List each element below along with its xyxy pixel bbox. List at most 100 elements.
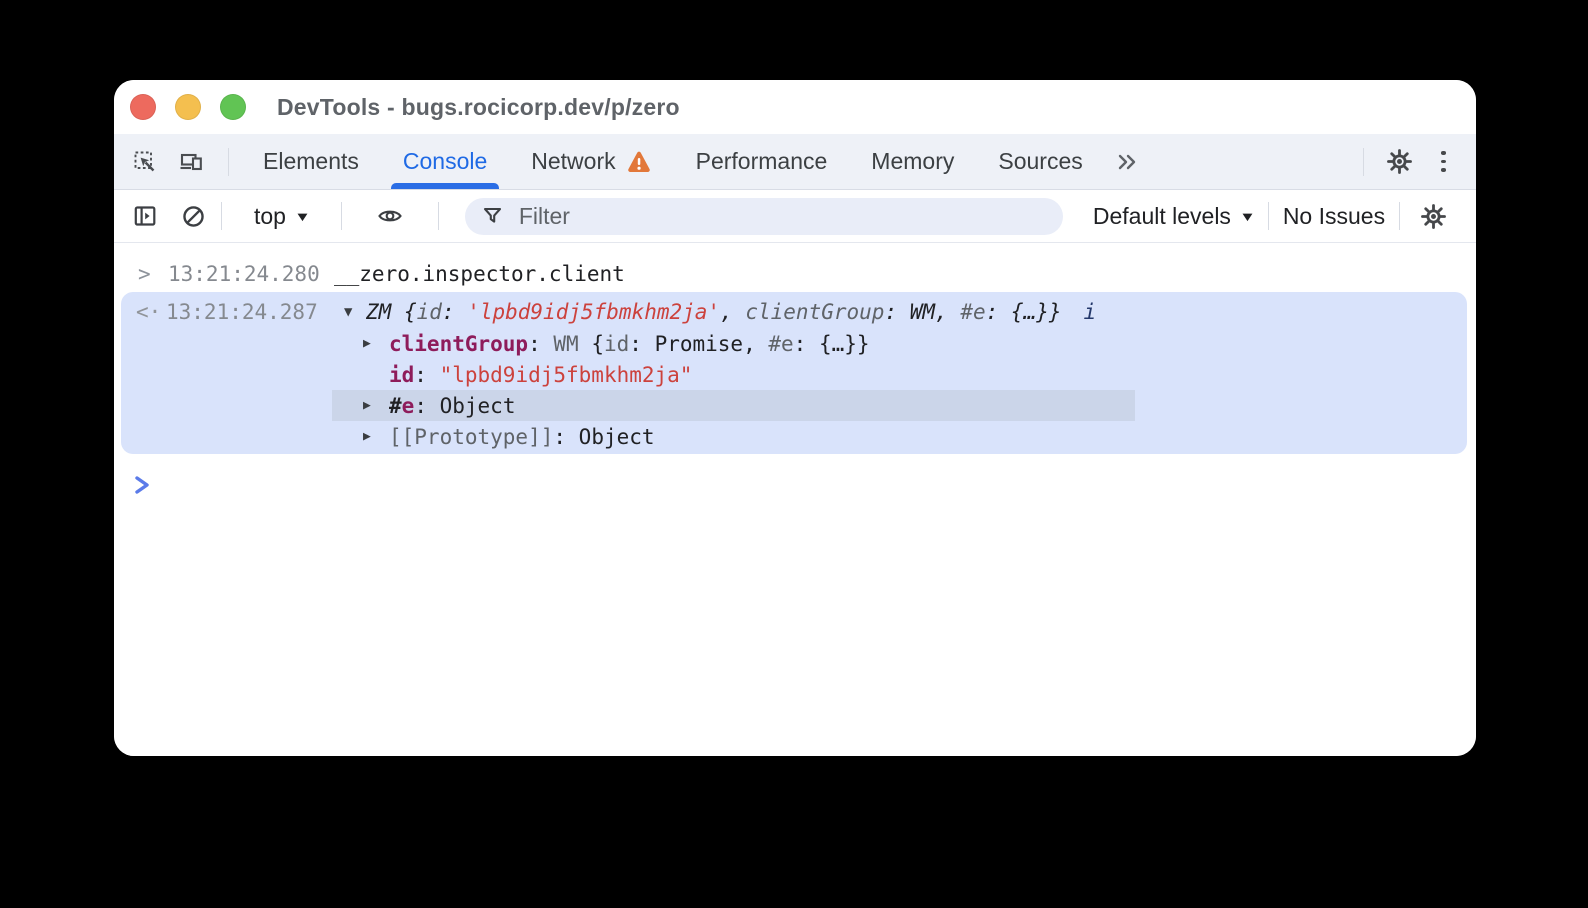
property-row-id: id: "lpbd9idj5fbmkhm2ja": [121, 359, 1467, 390]
token: :: [985, 299, 1011, 324]
token: ,: [720, 299, 746, 324]
warning-icon: [626, 150, 652, 174]
clear-console-icon[interactable]: [180, 203, 207, 230]
tabbar-right-cluster: [1351, 147, 1476, 176]
traffic-zoom-button[interactable]: [220, 94, 246, 120]
tab-label: Elements: [263, 148, 359, 174]
console-output: > 13:21:24.280 __zero.inspector.client <…: [114, 243, 1476, 756]
tab-label: Memory: [871, 148, 955, 174]
more-tabs-icon[interactable]: [1115, 150, 1141, 174]
context-selector[interactable]: top ▼: [236, 203, 327, 230]
token: {…}: [818, 331, 857, 356]
console-prompt[interactable]: [114, 470, 1476, 500]
timestamp: 13:21:24.287: [166, 299, 318, 324]
token: :: [793, 331, 819, 356]
token: :: [528, 331, 554, 356]
issues-counter[interactable]: No Issues: [1282, 202, 1386, 229]
property-value: #e: Object: [389, 394, 515, 418]
chevron-down-icon: ▼: [1239, 208, 1256, 224]
devtools-tabbar: Elements Console Network Performance Mem…: [114, 134, 1476, 190]
token: #: [389, 393, 402, 418]
row-highlight: [332, 390, 1135, 421]
token: ,: [935, 299, 961, 324]
token: "lpbd9idj5fbmkhm2ja": [439, 362, 693, 387]
token: 'lpbd9idj5fbmkhm2ja': [467, 299, 721, 324]
expand-caret-icon[interactable]: ▶: [363, 336, 371, 351]
traffic-close-button[interactable]: [130, 94, 156, 120]
separator: [1399, 202, 1401, 230]
property-value: id: "lpbd9idj5fbmkhm2ja": [389, 363, 692, 387]
window-title: DevTools - bugs.rocicorp.dev/p/zero: [277, 93, 680, 120]
token: clientGroup: [745, 299, 885, 324]
separator: [221, 202, 222, 230]
console-settings-gear-icon[interactable]: [1420, 203, 1447, 230]
returned-value-icon: <·: [136, 299, 162, 324]
tab-performance[interactable]: Performance: [692, 134, 832, 189]
settings-gear-icon[interactable]: [1386, 148, 1413, 175]
traffic-minimize-button[interactable]: [175, 94, 201, 120]
context-label: top: [254, 202, 286, 229]
token: }: [856, 331, 870, 356]
filter-bar[interactable]: [464, 197, 1063, 235]
chevron-down-icon: ▼: [294, 208, 311, 224]
tab-console[interactable]: Console: [390, 134, 500, 189]
echo-expression: __zero.inspector.client: [334, 261, 625, 286]
token: WM: [553, 331, 592, 356]
token: WM: [909, 299, 936, 324]
selected-result-block: <· 13:21:24.287 ▼ ZM {id: 'lpbd9idj5fbmk…: [121, 292, 1467, 454]
token: :: [553, 424, 579, 449]
separator: [340, 202, 342, 230]
token: :: [414, 393, 440, 418]
token: id: [416, 299, 442, 324]
prompt-chevron-icon: [134, 473, 152, 497]
filter-funnel-icon: [481, 204, 505, 228]
token: Promise: [654, 331, 744, 356]
token: {: [403, 299, 417, 324]
property-row-prototype: ▶ [[Prototype]]: Object: [121, 421, 1467, 452]
token: :: [629, 331, 655, 356]
devtools-window: DevTools - bugs.rocicorp.dev/p/zero Elem…: [114, 80, 1476, 756]
token: #e: [960, 299, 986, 324]
tab-label: Performance: [695, 148, 828, 174]
tab-sources[interactable]: Sources: [994, 134, 1086, 189]
expand-caret-icon[interactable]: ▶: [363, 429, 371, 444]
token: }: [1048, 299, 1062, 324]
log-levels-label: Default levels: [1092, 202, 1231, 229]
console-toolbar: top ▼ Default levels ▼ No Issues: [114, 190, 1476, 243]
token: #e: [768, 331, 794, 356]
separator: [1267, 202, 1269, 230]
token: :: [441, 299, 468, 324]
log-levels-dropdown[interactable]: Default levels ▼: [1092, 202, 1256, 230]
property-value: clientGroup: WM {id: Promise, #e: {…}}: [389, 332, 870, 356]
token: Object: [439, 393, 516, 418]
separator: [437, 202, 439, 230]
tab-network[interactable]: Network: [527, 134, 655, 189]
filter-input[interactable]: [516, 201, 1063, 231]
object-preview[interactable]: ZM {id: 'lpbd9idj5fbmkhm2ja', clientGrou…: [366, 300, 1062, 324]
expand-caret-icon[interactable]: ▶: [363, 398, 371, 413]
property-row-private-e: ▶ #e: Object: [121, 390, 1467, 421]
tab-label: Network: [531, 148, 616, 174]
token: {…}: [1010, 299, 1049, 324]
device-toolbar-icon[interactable]: [178, 149, 204, 175]
timestamp: 13:21:24.280: [168, 261, 320, 286]
live-expression-eye-icon[interactable]: [376, 203, 404, 229]
tab-label: Sources: [998, 148, 1083, 174]
token: [[Prototype]]: [389, 424, 554, 449]
tab-memory[interactable]: Memory: [867, 134, 958, 189]
console-sidebar-icon[interactable]: [132, 203, 158, 229]
inspect-element-icon[interactable]: [132, 149, 158, 175]
titlebar: DevTools - bugs.rocicorp.dev/p/zero: [114, 80, 1476, 134]
console-echo-row: > 13:21:24.280 __zero.inspector.client: [114, 255, 1476, 292]
token: id: [603, 331, 630, 356]
input-echo-icon: >: [138, 261, 151, 286]
info-icon: i: [1083, 299, 1097, 324]
token: :: [414, 362, 440, 387]
token: ZM: [366, 299, 404, 324]
tab-elements[interactable]: Elements: [259, 134, 363, 189]
token: Object: [578, 424, 655, 449]
more-options-icon[interactable]: [1441, 149, 1446, 175]
separator: [228, 147, 229, 176]
collapse-caret-icon[interactable]: ▼: [344, 303, 353, 320]
token: e: [401, 393, 415, 418]
